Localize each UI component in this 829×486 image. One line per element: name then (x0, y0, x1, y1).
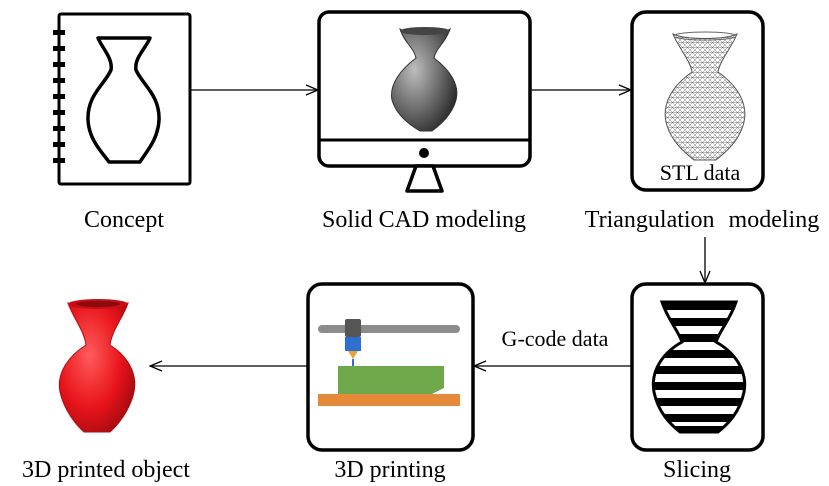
slicing-panel (630, 282, 765, 452)
label-stl-data: STL data (659, 160, 741, 185)
printer-rail (318, 325, 460, 333)
label-concept: Concept (84, 207, 164, 233)
label-slicing: Slicing (662, 457, 732, 483)
print-bed (318, 394, 460, 406)
label-gcode-data: G-code data (501, 326, 609, 351)
label-triangulation: Triangulation modeling (584, 207, 820, 233)
printing-panel (306, 282, 475, 452)
vase-sketch (86, 36, 161, 164)
label-printed-object: 3D printed object (22, 457, 190, 483)
mesh-vase (664, 33, 746, 161)
stl-panel (630, 10, 765, 192)
cad-vase (391, 27, 458, 132)
concept-notebook (53, 12, 192, 186)
sliced-vase (653, 302, 745, 432)
notebook-binding (53, 30, 65, 163)
printed-vase (58, 299, 136, 433)
label-printing: 3D printing (334, 457, 446, 483)
label-cad: Solid CAD modeling (321, 207, 527, 233)
printer-head (345, 319, 361, 359)
cad-monitor (317, 10, 532, 193)
print-part (338, 366, 444, 394)
